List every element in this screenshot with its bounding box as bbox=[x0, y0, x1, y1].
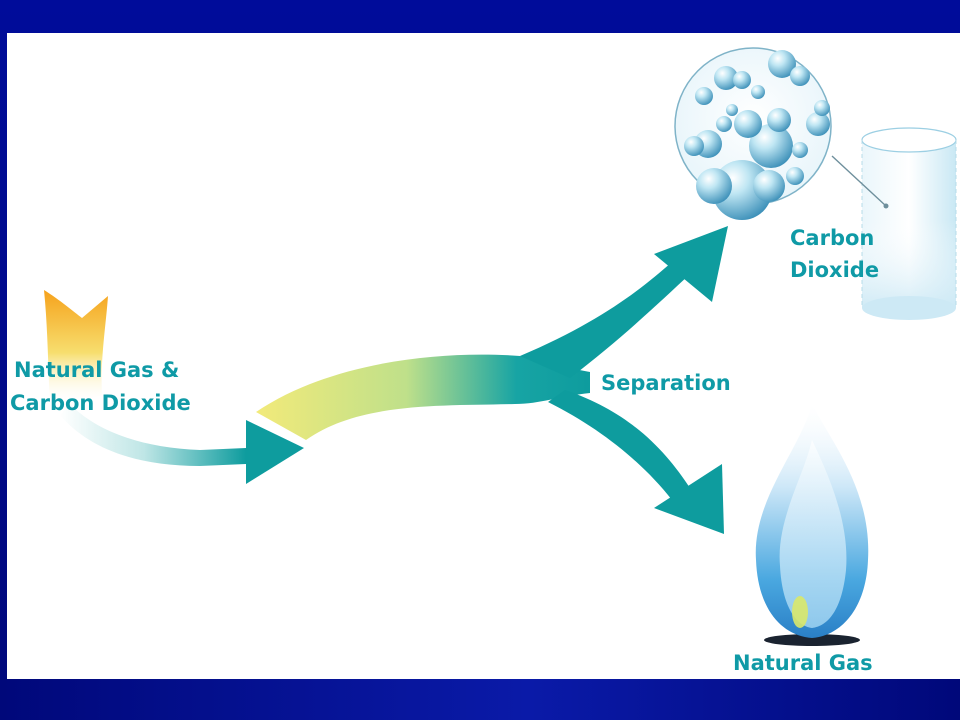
main-stream bbox=[256, 354, 590, 440]
label-separation: Separation bbox=[601, 371, 731, 395]
zoom-connector-dot bbox=[883, 203, 889, 209]
label-co2-line1: Carbon bbox=[790, 226, 875, 250]
branch-lower-body bbox=[548, 390, 690, 500]
branch-upper-arrowhead bbox=[654, 226, 728, 302]
input-arrow-body bbox=[60, 404, 246, 466]
bottom-band bbox=[0, 679, 960, 720]
zoom-connector-line bbox=[831, 155, 887, 207]
label-co2-line2: Dioxide bbox=[790, 258, 880, 282]
input-stream-top bbox=[44, 290, 108, 404]
label-natural-gas: Natural Gas bbox=[733, 651, 873, 675]
label-input-line2: Carbon Dioxide bbox=[10, 391, 191, 415]
input-arrowhead bbox=[246, 420, 304, 484]
natural-gas-flame bbox=[755, 404, 869, 646]
co2-cylinder bbox=[861, 127, 957, 320]
label-input-line1: Natural Gas & bbox=[14, 358, 180, 382]
branch-lower-arrowhead bbox=[654, 464, 724, 534]
branch-upper-body bbox=[520, 262, 690, 378]
co2-molecule-zoom bbox=[674, 47, 832, 220]
